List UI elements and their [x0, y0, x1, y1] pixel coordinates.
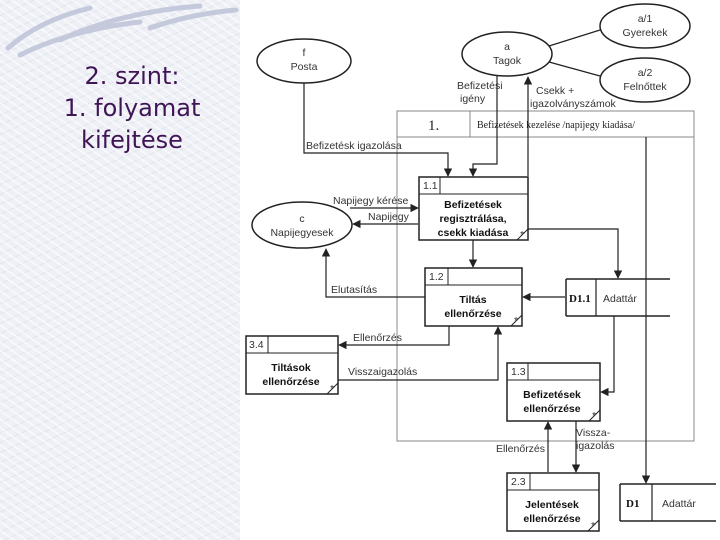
- entity-napijegyesek-id: c: [299, 213, 304, 225]
- process-1-3: 1.3 Befizetések ellenőrzése *: [506, 362, 601, 422]
- entity-felnottek-name: Felnőttek: [623, 81, 667, 93]
- flow-label-ellenorzes-1: Ellenőrzés: [353, 332, 402, 344]
- flow-label-visszaigazolas-2a: Vissza-: [576, 427, 611, 439]
- process-1-3-marker: *: [592, 410, 596, 422]
- frame-title: Befizetések kezelése /napijegy kiadása/: [477, 120, 635, 131]
- process-1-2-line-2: ellenőrzése: [444, 308, 501, 320]
- process-frame: 1. Befizetések kezelése /napijegy kiadás…: [396, 110, 695, 442]
- process-2-3-marker: *: [591, 520, 595, 532]
- flow-labels: Befizetési igény Csekk + igazolványszámo…: [306, 80, 617, 455]
- process-1-1-id: 1.1: [423, 180, 438, 192]
- flow-label-visszaigazolas-1: Visszaigazolás: [348, 366, 417, 378]
- flow-label-ellenorzes-2: Ellenőrzés: [496, 443, 545, 455]
- frame-number: 1.: [428, 118, 439, 134]
- datastore-d1: D1 Adattár: [619, 483, 716, 522]
- process-1-1-marker: *: [520, 229, 524, 241]
- entity-tagok: a Tagok: [461, 31, 553, 77]
- slide-title: 2. szint: 1. folyamat kifejtése: [22, 60, 242, 156]
- flow-label-visszaigazolas-2b: igazolás: [576, 440, 615, 452]
- flow-label-befizetesk-igazolasa: Befizetésk igazolása: [306, 140, 402, 152]
- process-2-3: 2.3 Jelentések ellenőrzése *: [506, 472, 600, 532]
- entity-felnottek-id: a/2: [638, 67, 653, 79]
- entity-tagok-id: a: [504, 41, 510, 53]
- entity-napijegyesek: c Napijegyesek: [251, 201, 353, 249]
- entity-gyerekek: a/1 Gyerekek: [599, 3, 691, 49]
- process-1-1-line-3: csekk kiadása: [438, 227, 509, 239]
- entity-tagok-name: Tagok: [493, 55, 522, 67]
- datastore-d1-1: D1.1 Adattár: [565, 278, 670, 317]
- flow-label-befizetesi-igeny-2: igény: [460, 93, 486, 105]
- entity-connectors: [548, 29, 601, 77]
- flow-label-napijegy-kerese: Napijegy kérése: [333, 195, 408, 207]
- slide-title-line-3: kifejtése: [81, 126, 183, 154]
- process-1-3-line-1: Befizetések: [523, 389, 581, 401]
- slide-title-line-1: 2. szint:: [84, 62, 180, 90]
- entity-posta: f Posta: [256, 38, 352, 84]
- entity-gyerekek-name: Gyerekek: [623, 27, 669, 39]
- process-1-1: 1.1 Befizetések regisztrálása, csekk kia…: [418, 176, 529, 241]
- entity-felnottek: a/2 Felnőttek: [599, 57, 691, 103]
- process-1-2: 1.2 Tiltás ellenőrzése *: [424, 267, 523, 327]
- flow-label-napijegy: Napijegy: [368, 211, 410, 223]
- datastore-d1-name: Adattár: [662, 498, 696, 510]
- process-3-4-id: 3.4: [249, 339, 264, 351]
- process-1-3-line-2: ellenőrzése: [523, 403, 580, 415]
- flow-label-csekk-2: igazolványszámok: [530, 98, 617, 110]
- process-3-4-line-2: ellenőrzése: [262, 376, 319, 388]
- entity-gyerekek-id: a/1: [638, 13, 653, 25]
- flow-label-elutasitas: Elutasítás: [331, 284, 377, 296]
- entity-napijegyesek-name: Napijegyesek: [270, 227, 334, 239]
- process-3-4-marker: *: [330, 383, 334, 395]
- flow-arrows: [303, 76, 651, 484]
- process-3-4: 3.4 Tiltások ellenőrzése *: [245, 335, 339, 395]
- process-1-1-line-1: Befizetések: [444, 199, 502, 211]
- datastore-d1-1-name: Adattár: [603, 293, 637, 305]
- process-1-3-id: 1.3: [511, 366, 526, 378]
- process-1-2-id: 1.2: [429, 271, 444, 283]
- flow-label-befizetesi-igeny-1: Befizetési: [457, 80, 503, 92]
- flow-label-csekk-1: Csekk +: [536, 85, 574, 97]
- process-2-3-id: 2.3: [511, 476, 526, 488]
- process-2-3-line-1: Jelentések: [525, 499, 579, 511]
- entity-posta-name: Posta: [291, 61, 318, 73]
- process-2-3-line-2: ellenőrzése: [523, 513, 580, 525]
- decorative-swooshes: [5, 3, 239, 58]
- left-decorative-panel: [0, 0, 240, 540]
- slide-title-line-2: 1. folyamat: [63, 94, 201, 122]
- process-1-2-marker: *: [514, 315, 518, 327]
- process-1-1-line-2: regisztrálása,: [439, 213, 506, 225]
- datastore-d1-id: D1: [626, 498, 639, 510]
- process-3-4-line-1: Tiltások: [271, 362, 311, 374]
- process-1-2-line-1: Tiltás: [459, 294, 486, 306]
- entity-posta-id: f: [303, 47, 306, 59]
- datastore-d1-1-id: D1.1: [569, 293, 591, 305]
